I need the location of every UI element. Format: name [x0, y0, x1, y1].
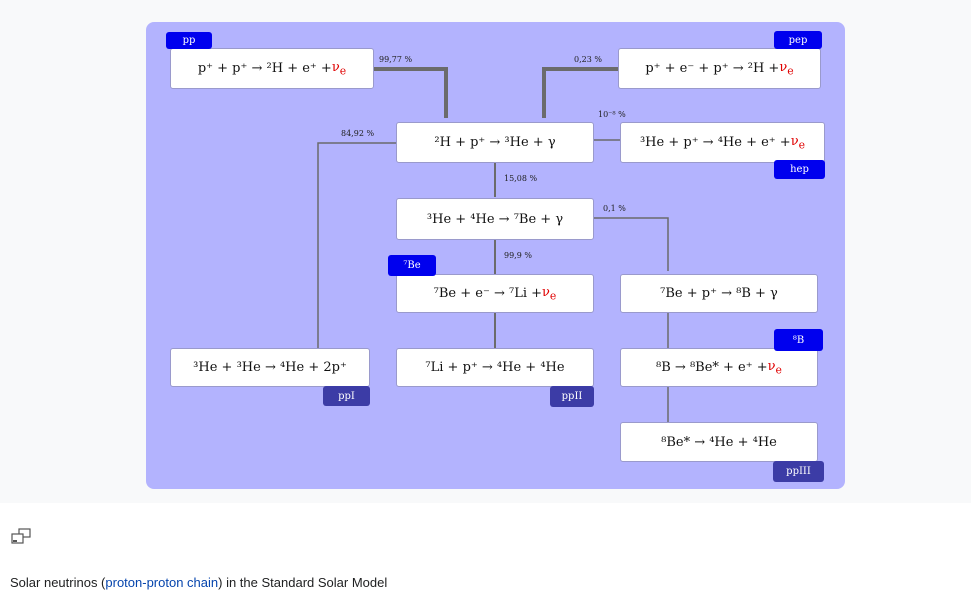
tag-ppII: ppII: [550, 386, 594, 407]
reaction-he3-he4: ³He + ⁴He → ⁷Be + γ: [396, 198, 594, 240]
tag-ppI: ppI: [323, 386, 370, 406]
reaction-deuterium: ²H + p⁺ → ³He + γ: [396, 122, 594, 163]
reaction-b8-text: ⁸B → ⁸Be* + e⁺ +: [656, 360, 768, 375]
reaction-li7: ⁷Li + p⁺ → ⁴He + ⁴He: [396, 348, 594, 387]
reaction-he3-he3: ³He + ³He → ⁴He + 2p⁺: [170, 348, 370, 387]
pct-pep: 0,23 %: [574, 55, 602, 64]
neutrino-symbol: νe: [790, 133, 806, 152]
reaction-be7-proton: ⁷Be + p⁺ → ⁸B + γ: [620, 274, 818, 313]
pep-to-deut-line: [542, 67, 618, 118]
pct-ppI: 84,92 %: [341, 129, 375, 138]
tag-hep: hep: [774, 160, 825, 179]
proton-proton-chain-link[interactable]: proton-proton chain: [105, 575, 219, 590]
pct-ppIII: 0,1 %: [603, 204, 626, 213]
neutrino-symbol: νe: [331, 59, 347, 78]
pct-he4: 15,08 %: [504, 174, 538, 183]
reaction-b8-decay: ⁸B → ⁸Be* + e⁺ + νe: [620, 348, 818, 387]
pct-hep: 10⁻⁸ %: [598, 110, 626, 119]
reaction-be8-decay: ⁸Be* → ⁴He + ⁴He: [620, 422, 818, 462]
neutrino-symbol: νe: [767, 358, 782, 377]
tag-ppIII: ppIII: [773, 461, 824, 482]
reaction-pp-text: p⁺ + p⁺ → ²H + e⁺ +: [197, 61, 332, 76]
reaction-hep: ³He + p⁺ → ⁴He + e⁺ + νe: [620, 122, 825, 163]
figure-caption: Solar neutrinos (proton-proton chain) in…: [10, 575, 387, 590]
connector-lines: [317, 67, 669, 422]
magnify-clip-icon-graphic: [11, 528, 31, 544]
reaction-be7-electron-capture: ⁷Be + e⁻ → ⁷Li + νe: [396, 274, 594, 313]
pct-ppII: 99,9 %: [504, 251, 532, 260]
tag-pep: pep: [774, 31, 822, 49]
neutrino-symbol: νe: [542, 284, 557, 303]
tag-pp: pp: [166, 32, 212, 49]
caption-text-after: ) in the Standard Solar Model: [218, 575, 388, 590]
tag-b8: ⁸B: [774, 329, 823, 351]
pct-pp: 99,77 %: [379, 55, 413, 64]
pp-to-deut-line: [374, 67, 448, 118]
neutrino-symbol: νe: [779, 59, 794, 78]
magnify-clip-icon[interactable]: [10, 527, 32, 547]
pp-chain-diagram: 99,77 % 0,23 % 10⁻⁸ % 84,92 % 15,08 % 0,…: [146, 22, 845, 489]
ppIII-line: [594, 217, 669, 271]
reaction-pep: p⁺ + e⁻ + p⁺ → ²H + νe: [618, 48, 821, 89]
caption-text-before: Solar neutrinos (: [10, 575, 106, 590]
reaction-pp: p⁺ + p⁺ → ²H + e⁺ + νe: [170, 48, 374, 89]
reaction-hep-text: ³He + p⁺ → ⁴He + e⁺ +: [639, 135, 791, 150]
reaction-pep-text: p⁺ + e⁻ + p⁺ → ²H +: [645, 61, 780, 76]
tag-be7: ⁷Be: [388, 255, 436, 276]
reaction-be7ec-text: ⁷Be + e⁻ → ⁷Li +: [433, 286, 543, 301]
ppI-line: [317, 142, 396, 348]
